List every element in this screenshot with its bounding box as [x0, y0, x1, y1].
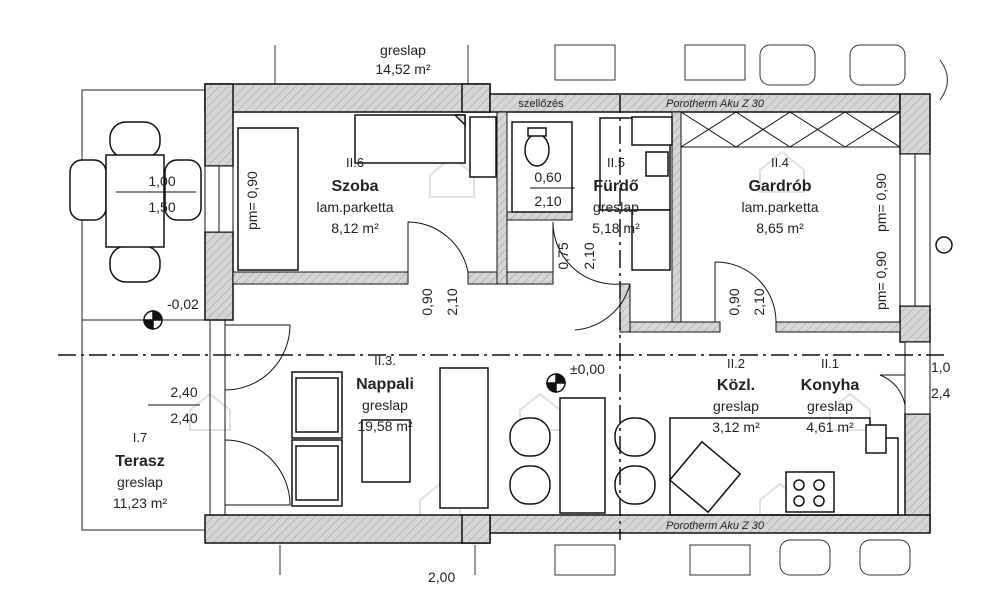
furdo-number: II.5 [607, 155, 625, 170]
terasz-area: 11,23 m² [113, 495, 168, 511]
furdo-name: Fürdő [593, 178, 639, 195]
bottom-partial-dim: 2,00 [428, 569, 455, 585]
windows [204, 153, 931, 415]
szoba-number: II.6 [346, 155, 364, 170]
szoba-door-height: 2,10 [444, 288, 460, 315]
konyha-name: Konyha [801, 377, 860, 394]
szoba-name: Szoba [331, 178, 378, 195]
right-partial-dim-2: 2,4 [931, 385, 951, 401]
kozl-material: greslap [713, 398, 759, 414]
exterior-walls [204, 83, 931, 544]
terrace-table-set [69, 121, 202, 283]
szoba-area: 8,12 m² [331, 220, 379, 236]
szoba-pm: pm= 0,90 [244, 171, 260, 230]
nappali-area: 19,58 m² [357, 418, 413, 434]
door-swings [224, 221, 906, 515]
dimension-lines [116, 187, 575, 406]
terrace-level: -0,02 [167, 296, 199, 312]
gardrob-door-height: 2,10 [751, 288, 767, 315]
kozl-area: 3,12 m² [712, 419, 760, 435]
interior-walls [232, 111, 901, 333]
szoba-material: lam.parketta [316, 199, 393, 215]
vent-label: szellőzés [518, 98, 564, 110]
terrace-window-height: 1,50 [148, 199, 175, 215]
top-neighbor-material: greslap [380, 42, 426, 58]
kozl-number: II.2 [727, 356, 745, 371]
nappali-material: greslap [362, 397, 408, 413]
konyha-number: II.1 [821, 356, 839, 371]
terasz-door-height: 2,40 [170, 410, 197, 426]
right-partial-dim-1: 1,0 [931, 359, 951, 375]
bathroom-fixtures [511, 116, 673, 271]
neighbor-outlines [274, 44, 948, 576]
terasz-number: I.7 [133, 430, 147, 445]
furdo-door-height: 2,10 [581, 242, 597, 269]
furdo-area: 5,18 m² [592, 220, 640, 236]
terasz-door-width: 2,40 [170, 384, 197, 400]
furdo-door-width: 0,75 [555, 242, 571, 269]
bottom-wall-label: Porotherm Aku Z 30 [666, 520, 765, 532]
kozl-name: Közl. [717, 377, 755, 394]
gardrob-pm-lower: pm= 0,90 [873, 251, 889, 310]
gardrob-pm-upper: pm= 0,90 [873, 173, 889, 232]
gardrob-name: Gardrób [748, 178, 811, 195]
terasz-name: Terasz [115, 453, 165, 470]
gardrob-number: II.4 [771, 155, 789, 170]
nappali-name: Nappali [356, 376, 414, 393]
wardrobe [680, 111, 901, 148]
terasz-material: greslap [117, 474, 163, 490]
konyha-material: greslap [807, 398, 853, 414]
living-furniture [291, 367, 656, 514]
terrace-window-width: 1,00 [148, 173, 175, 189]
interior-level: ±0,00 [570, 361, 605, 377]
furdo-window-height: 2,10 [534, 193, 561, 209]
top-neighbor-area: 14,52 m² [375, 61, 431, 77]
bed [237, 114, 497, 271]
konyha-area: 4,61 m² [806, 419, 854, 435]
furdo-material: greslap [593, 199, 639, 215]
gardrob-material: lam.parketta [741, 199, 818, 215]
level-markers [143, 236, 953, 393]
top-wall-label: Porotherm Aku Z 30 [666, 98, 765, 110]
nappali-number: II.3. [374, 353, 396, 368]
kitchen-counter [668, 417, 899, 516]
furdo-window-width: 0,60 [534, 169, 561, 185]
gardrob-area: 8,65 m² [756, 220, 804, 236]
szoba-door-width: 0,90 [419, 288, 435, 315]
gardrob-door-width: 0,90 [726, 288, 742, 315]
